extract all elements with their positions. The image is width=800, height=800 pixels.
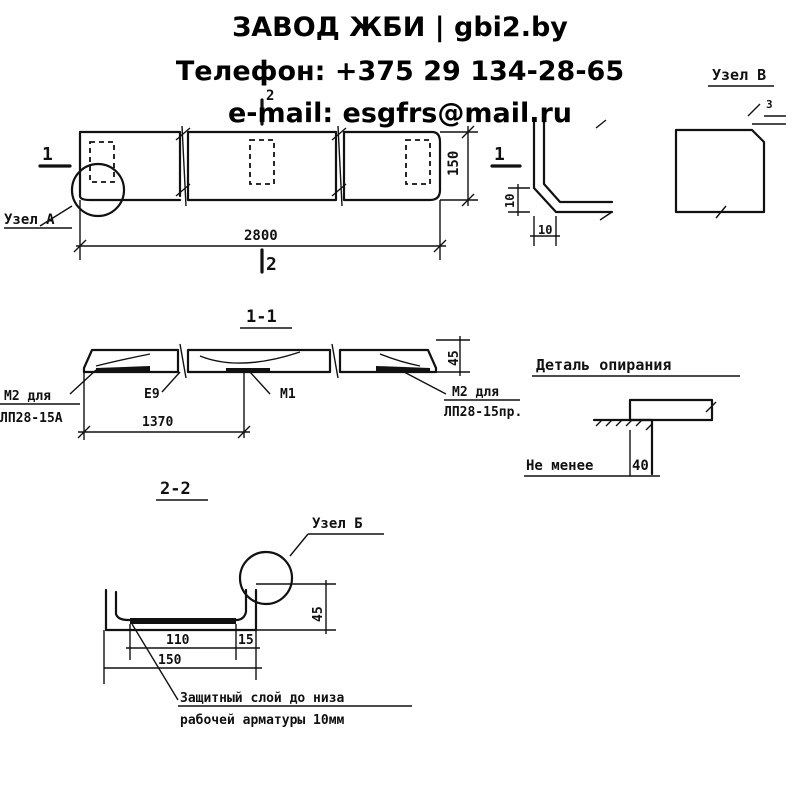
m2-left-sub: ЛП28-15А bbox=[0, 411, 63, 426]
support-detail: Деталь опирания Не менее 40 bbox=[524, 356, 740, 477]
node-a-dim-v: 10 bbox=[503, 194, 517, 208]
support-title: Деталь опирания bbox=[536, 356, 671, 374]
section-2-2-title: 2-2 bbox=[160, 479, 191, 499]
m2-left-label: М2 для bbox=[4, 389, 51, 404]
node-b-label: Узел Б bbox=[312, 516, 363, 532]
support-min-label: Не менее bbox=[526, 458, 593, 474]
section-2-2-height: 45 bbox=[311, 606, 326, 622]
span-dim: 1370 bbox=[142, 415, 173, 430]
node-v-detail: Узел В 3 bbox=[674, 66, 786, 219]
support-min-value: 40 bbox=[632, 458, 649, 474]
m2-right-label: М2 для bbox=[452, 385, 499, 400]
e9-label: Е9 bbox=[144, 387, 160, 402]
node-a-detail: 1 10 10 bbox=[490, 118, 614, 246]
header-email-line: e-mail: esgfrs@mail.ru bbox=[227, 98, 573, 129]
header-phone-line: Телефон: +375 29 134-28-65 bbox=[175, 56, 625, 87]
node-a-mark: 1 bbox=[494, 144, 505, 165]
section-2-2: 2-2 Узел Б 45 110 15 150 Защитный слой д… bbox=[103, 479, 412, 728]
plan-length-dim: 2800 bbox=[244, 228, 278, 244]
plan-section-mark-2-top: 2 bbox=[266, 88, 274, 104]
m1-label: М1 bbox=[280, 387, 296, 402]
note-line-2: рабочей арматуры 10мм bbox=[180, 713, 345, 728]
section-1-1: 1-1 45 М2 для ЛП28-15А Е9 М1 М2 для ЛП28… bbox=[0, 307, 522, 440]
node-a-dim-h: 10 bbox=[538, 223, 552, 237]
width-dim: 150 bbox=[158, 653, 182, 668]
node-v-title: Узел В bbox=[712, 66, 766, 84]
plan-height-dim: 150 bbox=[446, 151, 462, 176]
node-a-circle bbox=[70, 162, 126, 218]
note-line-1: Защитный слой до низа bbox=[180, 691, 345, 706]
section-1-1-title: 1-1 bbox=[246, 307, 277, 327]
plan-section-mark-2-bottom: 2 bbox=[266, 254, 277, 275]
header-company-line: ЗАВОД ЖБИ | gbi2.by bbox=[232, 12, 568, 43]
node-v-dim: 3 bbox=[766, 98, 773, 111]
edge-dim: 15 bbox=[238, 633, 254, 648]
section-1-1-height: 45 bbox=[447, 350, 462, 366]
m2-right-sub: ЛП28-15пр. bbox=[444, 405, 522, 420]
node-b-circle bbox=[238, 550, 294, 606]
plan-view: 1 2 2 2800 150 Узел А bbox=[4, 88, 478, 275]
plan-section-mark-1: 1 bbox=[42, 144, 53, 165]
inner-dim: 110 bbox=[166, 633, 190, 648]
plan-node-a-label: Узел А bbox=[4, 212, 55, 228]
